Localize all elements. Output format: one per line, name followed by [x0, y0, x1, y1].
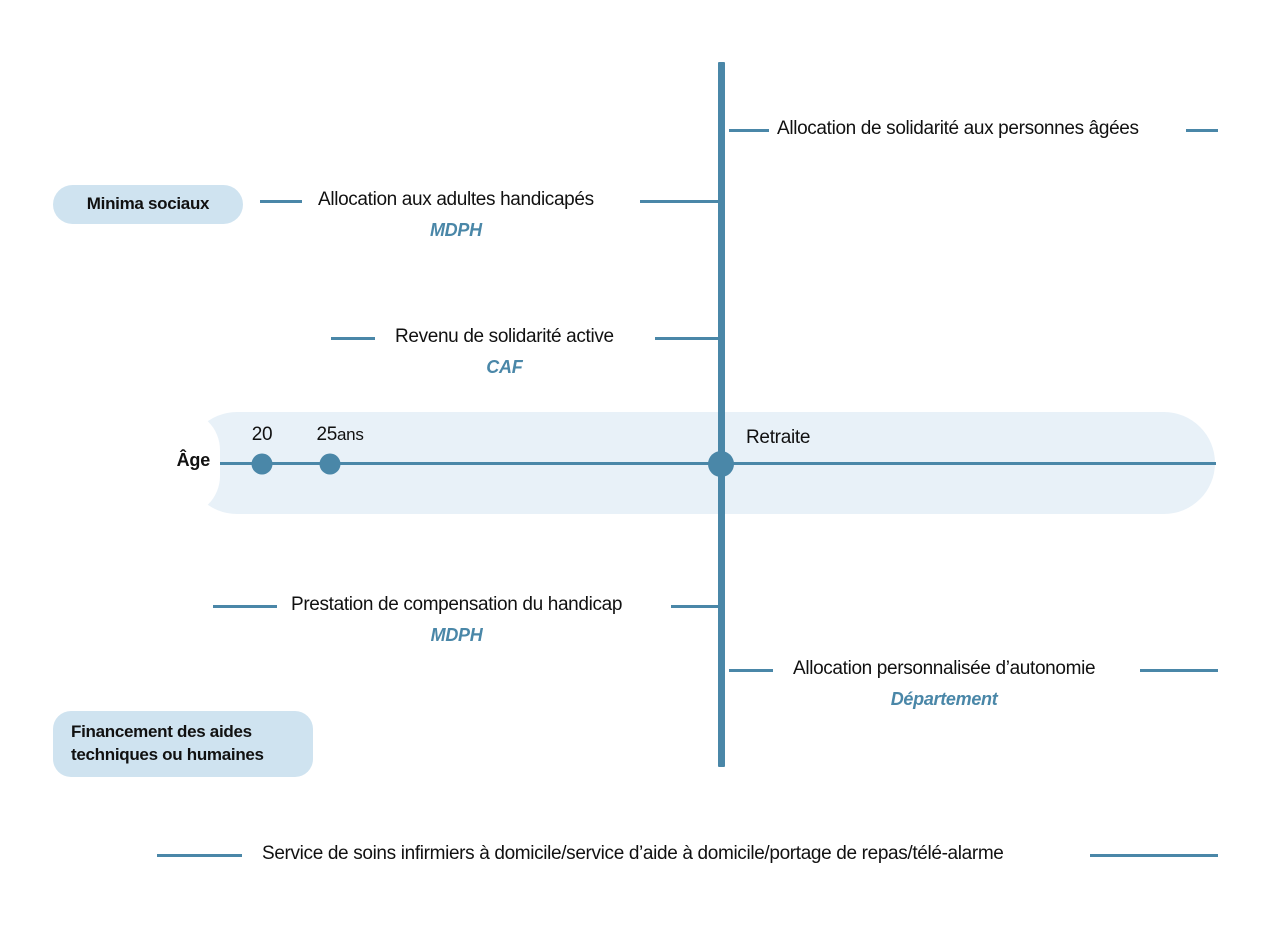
- measure-aah-title: Allocation aux adultes handicapés: [318, 189, 594, 210]
- category-pill-financement-aides-label-line1: Financement des aides: [71, 722, 252, 742]
- measure-aspa-title: Allocation de solidarité aux personnes â…: [777, 118, 1139, 139]
- measure-pch-org: MDPH: [430, 624, 483, 645]
- connector-dash-pch-right: [671, 605, 720, 608]
- measure-services-domicile-title: Service de soins infirmiers à domicile/s…: [262, 843, 1004, 864]
- connector-dash-services-domicile-right: [1090, 854, 1218, 857]
- category-pill-financement-aides-label-line2: techniques ou humaines: [71, 745, 264, 764]
- retirement-label: Retraite: [746, 427, 811, 448]
- connector-dash-pch-left: [213, 605, 277, 608]
- measure-aah-org: MDPH: [429, 219, 482, 240]
- age-tick-label-20: 20: [252, 424, 273, 446]
- connector-dash-aah-right: [640, 200, 720, 203]
- category-pill-minima-sociaux-label: Minima sociaux: [86, 194, 210, 214]
- measure-rsa: Revenu de solidarité active CAF: [395, 326, 614, 378]
- measure-apa-org: Département: [890, 688, 998, 709]
- connector-dash-aspa-left: [729, 129, 769, 132]
- measure-pch-title: Prestation de compensation du handicap: [291, 594, 623, 615]
- age-label-plate: [140, 410, 220, 516]
- age-axis-label: Âge: [176, 450, 211, 470]
- age-tick-value-20: 20: [251, 424, 273, 445]
- measure-pch: Prestation de compensation du handicap M…: [291, 594, 623, 646]
- connector-dash-services-domicile-left: [157, 854, 242, 857]
- connector-dash-rsa-right: [655, 337, 720, 340]
- age-tick-label-25: 25ans: [316, 424, 363, 446]
- measure-rsa-title: Revenu de solidarité active: [395, 326, 614, 347]
- measure-aah: Allocation aux adultes handicapés MDPH: [318, 189, 594, 241]
- age-tick-dot-20: [251, 453, 273, 475]
- retirement-axis-vertical-line: [718, 62, 725, 767]
- measure-rsa-org: CAF: [486, 356, 523, 377]
- age-axis-horizontal-line: [190, 462, 1216, 465]
- measure-apa: Allocation personnalisée d’autonomie Dép…: [793, 658, 1096, 710]
- connector-dash-apa-right: [1140, 669, 1218, 672]
- connector-dash-rsa-left: [331, 337, 375, 340]
- category-pill-minima-sociaux: Minima sociaux: [53, 185, 243, 224]
- age-tick-unit-25: ans: [337, 425, 364, 444]
- category-pill-financement-aides: Financement des aides techniques ou huma…: [53, 711, 313, 777]
- connector-dash-aah-left: [260, 200, 302, 203]
- measure-apa-title: Allocation personnalisée d’autonomie: [793, 658, 1096, 679]
- connector-dash-apa-left: [729, 669, 773, 672]
- retirement-tick-dot: [708, 451, 734, 477]
- measure-aspa: Allocation de solidarité aux personnes â…: [777, 118, 1139, 140]
- age-tick-dot-25: [319, 453, 341, 475]
- measure-services-domicile: Service de soins infirmiers à domicile/s…: [262, 843, 1004, 865]
- age-tick-value-25: 25: [316, 424, 338, 445]
- connector-dash-aspa-right: [1186, 129, 1218, 132]
